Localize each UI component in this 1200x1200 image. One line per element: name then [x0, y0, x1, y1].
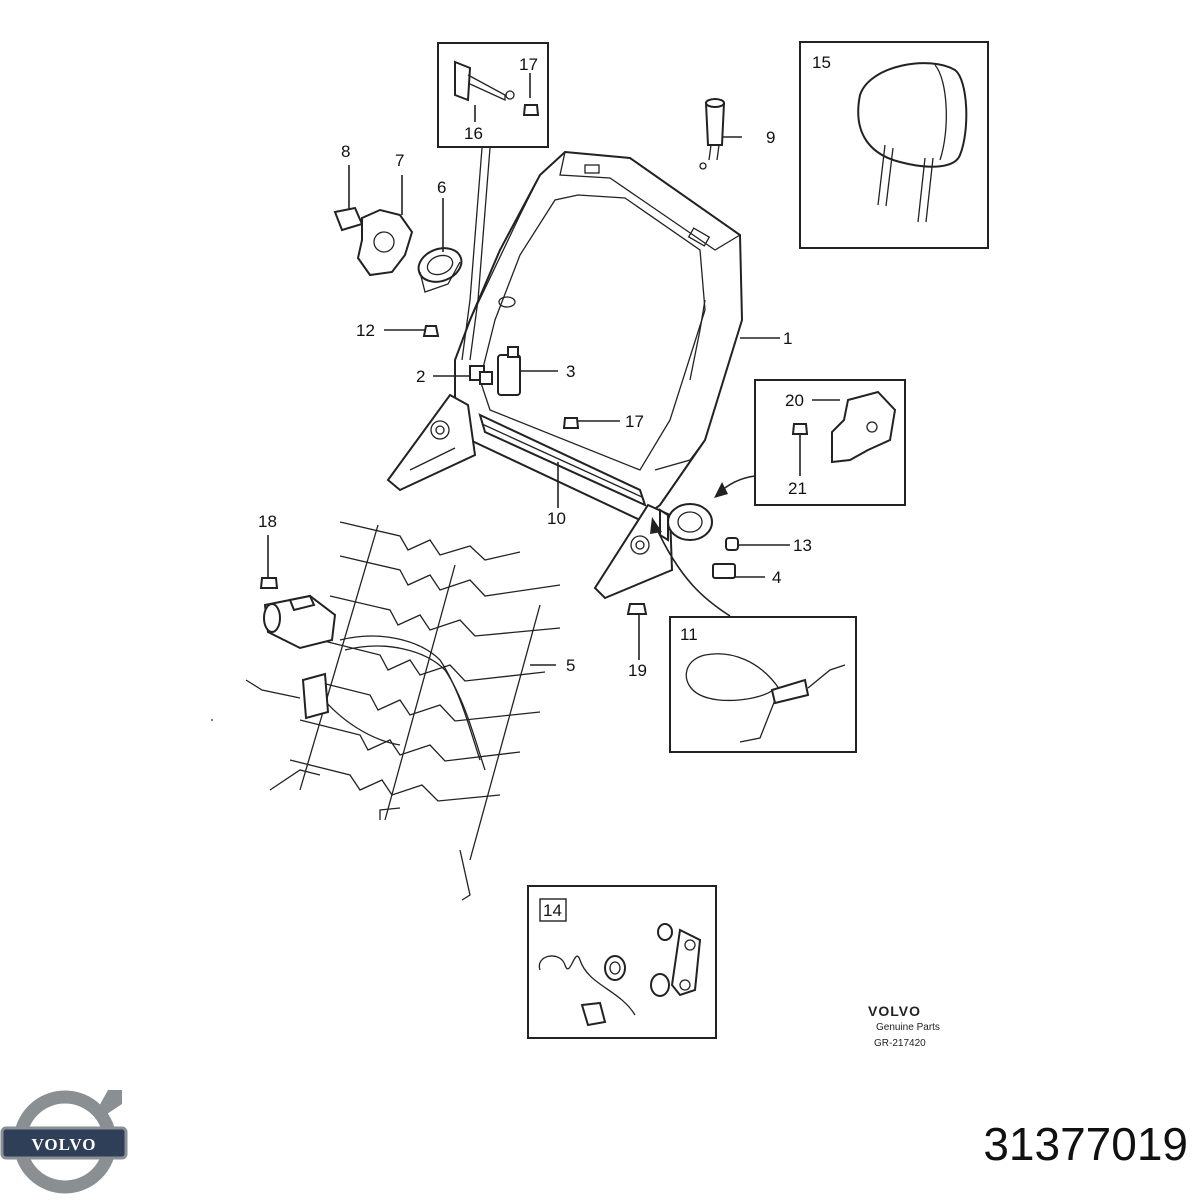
callout-3: 3 — [566, 362, 575, 381]
callout-18: 18 — [258, 512, 277, 531]
arrow-box11-head — [650, 517, 662, 534]
knob-assembly — [333, 206, 463, 293]
backrest-frame — [454, 150, 744, 522]
callout-1: 1 — [783, 329, 792, 348]
recliner-mechanism — [659, 503, 739, 579]
detail-box-20-21 — [754, 379, 906, 506]
callout-10: 10 — [547, 509, 566, 528]
callout-17: 17 — [625, 412, 644, 431]
arrow-box20-head — [714, 482, 728, 498]
screws — [259, 325, 809, 615]
callout-11: 11 — [680, 625, 698, 644]
lumbar-motor — [245, 594, 337, 720]
callout-4: 4 — [772, 568, 781, 587]
detail-box-16-17 — [437, 42, 549, 148]
callout-15: 15 — [812, 53, 831, 72]
detail-box-15-headrest — [799, 41, 989, 249]
detail-box-14-kit — [527, 885, 717, 1039]
callout-9: 9 — [766, 128, 775, 147]
genuine-parts-label: Genuine Parts — [876, 1022, 940, 1033]
callout-21: 21 — [788, 479, 807, 498]
headrest-guide — [699, 98, 726, 170]
callout-12: 12 — [356, 321, 375, 340]
callout-8: 8 — [341, 142, 350, 161]
callout-5: 5 — [566, 656, 575, 675]
cable-strip — [461, 147, 491, 361]
callout-20: 20 — [785, 391, 804, 410]
diagram-reference: GR-217420 — [874, 1038, 926, 1049]
part-number: 31377019 — [983, 1118, 1188, 1170]
callout-6: 6 — [437, 178, 446, 197]
callout-19: 19 — [628, 661, 647, 680]
detail-box-11-cable — [669, 616, 857, 753]
leader-lines — [267, 73, 840, 666]
callout-7: 7 — [395, 151, 404, 170]
callout-14: 14 — [543, 901, 562, 920]
callout-13: 13 — [793, 536, 812, 555]
arrow-box11-line — [654, 524, 731, 617]
logo-wordmark: VOLVO — [31, 1135, 96, 1154]
lumbar-actuator — [469, 346, 521, 396]
lower-crossbar — [478, 413, 647, 507]
callout-16: 16 — [464, 124, 483, 143]
callout-17-box: 17 — [519, 55, 538, 74]
genuine-parts-brand: VOLVO — [868, 1003, 921, 1019]
left-hinge-bracket — [386, 393, 477, 492]
volvo-iron-mark-icon: VOLVO — [0, 1090, 128, 1194]
callout-2: 2 — [416, 367, 425, 386]
